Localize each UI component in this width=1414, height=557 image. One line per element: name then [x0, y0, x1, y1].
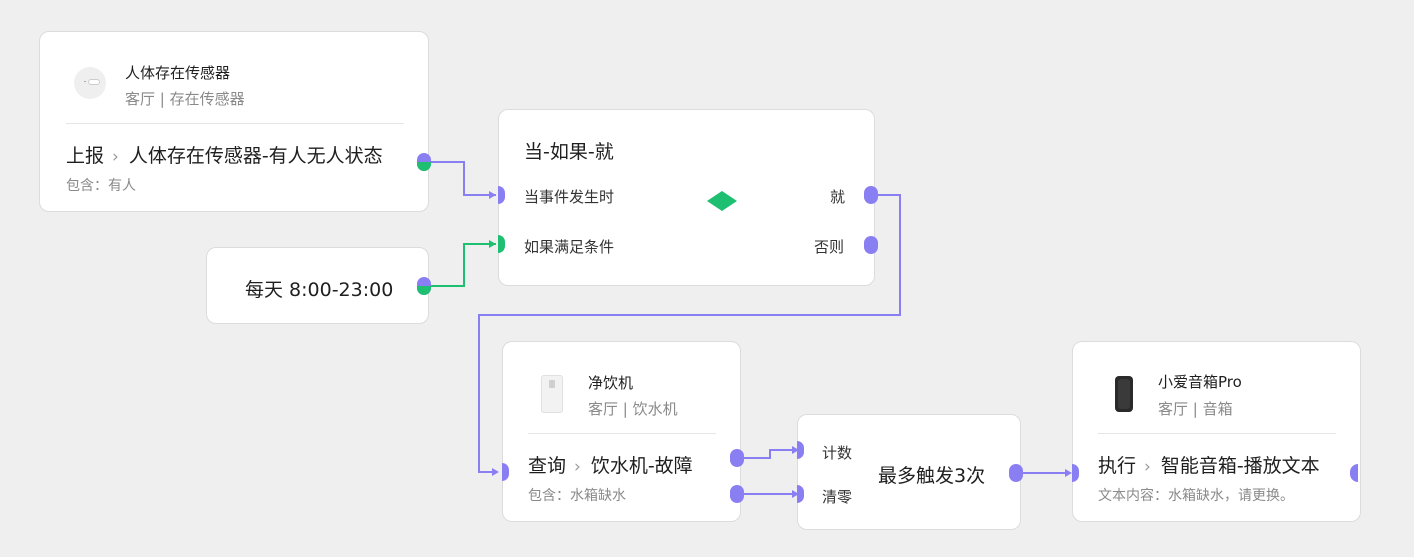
water-purifier-device-icon [541, 375, 563, 413]
if-input-port[interactable] [498, 235, 505, 253]
reset-input-label: 清零 [822, 488, 853, 506]
smart-speaker-card[interactable]: 小爱音箱Pro 客厅 | 音箱 执行 › 智能音箱-播放文本 文本内容：水箱缺水，请… [1072, 341, 1361, 522]
sensor-device-name: 人体存在传感器 [125, 64, 231, 82]
sensor-trigger-card[interactable]: 人体存在传感器 客厅 | 存在传感器 上报 › 人体存在传感器-有人无人状态 包含：… [39, 31, 429, 212]
count-input-label: 计数 [822, 444, 853, 462]
reset-input-port[interactable] [797, 485, 804, 503]
sensor-device-icon [74, 67, 106, 99]
decision-diamond-icon [707, 191, 737, 211]
sensor-output-port[interactable] [417, 153, 431, 171]
sensor-condition-note: 包含：有人 [66, 178, 136, 194]
speaker-location: 客厅 | 音箱 [1158, 400, 1233, 418]
time-condition-card[interactable]: 每天 8:00-23:00 [206, 247, 429, 324]
speaker-name: 小爱音箱Pro [1158, 373, 1242, 391]
then-label: 就 [830, 188, 846, 206]
water-condition-note: 包含：水箱缺水 [528, 488, 626, 504]
sensor-device-location: 客厅 | 存在传感器 [125, 90, 245, 108]
counter-output-port[interactable] [1009, 464, 1023, 482]
time-output-port[interactable] [417, 277, 431, 295]
when-if-then-card[interactable]: 当-如果-就 当事件发生时 如果满足条件 就 否则 [498, 109, 875, 286]
water-purifier-name: 净饮机 [588, 374, 634, 392]
water-input-port[interactable] [502, 463, 509, 481]
speaker-action-row: 执行 › 智能音箱-播放文本 [1098, 451, 1320, 478]
logic-title: 当-如果-就 [524, 141, 614, 163]
trigger-limit-text: 最多触发3次 [878, 465, 986, 487]
water-action-row: 查询 › 饮水机-故障 [528, 451, 693, 478]
time-range-text: 每天 8:00-23:00 [245, 279, 394, 301]
water-action-verb: 查询 [528, 455, 567, 477]
sensor-action-row: 上报 › 人体存在传感器-有人无人状态 [66, 141, 383, 168]
else-output-port[interactable] [864, 236, 878, 254]
wire-sensor-to-when [429, 161, 496, 196]
water-purifier-card[interactable]: 净饮机 客厅 | 饮水机 查询 › 饮水机-故障 包含：水箱缺水 [502, 341, 741, 522]
sensor-action-target: 人体存在传感器-有人无人状态 [128, 145, 383, 167]
divider [528, 433, 716, 434]
divider [1098, 433, 1336, 434]
water-action-target: 饮水机-故障 [590, 455, 693, 477]
count-input-port[interactable] [797, 441, 804, 459]
chevron-right-icon: › [112, 147, 119, 167]
speaker-action-verb: 执行 [1098, 455, 1137, 477]
speaker-device-icon [1115, 376, 1133, 412]
then-output-port[interactable] [864, 186, 878, 204]
if-condition-label: 如果满足条件 [524, 238, 615, 256]
when-event-label: 当事件发生时 [524, 188, 615, 206]
chevron-right-icon: › [574, 457, 581, 477]
water-output-port-false[interactable] [730, 485, 744, 503]
speaker-input-port[interactable] [1072, 464, 1079, 482]
chevron-right-icon: › [1144, 457, 1151, 477]
water-output-port-true[interactable] [730, 449, 744, 467]
when-input-port[interactable] [498, 186, 505, 204]
speaker-action-target: 智能音箱-播放文本 [1160, 455, 1320, 477]
wire-time-to-if [429, 243, 496, 287]
sensor-action-verb: 上报 [66, 145, 105, 167]
wire-water-to-count [742, 449, 795, 459]
speaker-output-port[interactable] [1350, 464, 1358, 482]
water-purifier-location: 客厅 | 饮水机 [588, 400, 678, 418]
trigger-limit-card[interactable]: 计数 清零 最多触发3次 [797, 414, 1021, 530]
divider [66, 123, 404, 124]
else-label: 否则 [814, 238, 845, 256]
speaker-text-content: 文本内容：水箱缺水，请更换。 [1098, 488, 1294, 504]
